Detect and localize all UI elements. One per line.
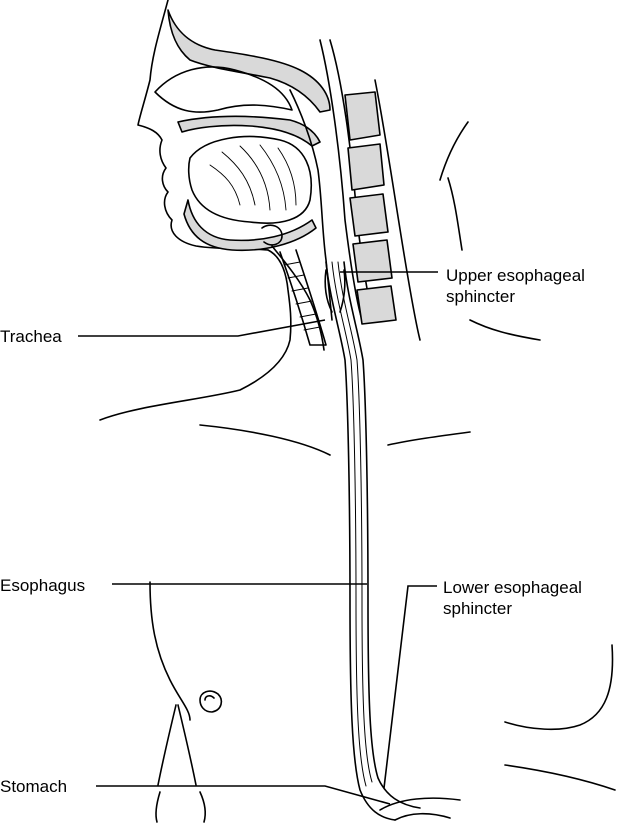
trachea-tube (279, 249, 327, 346)
hard-palate (177, 115, 321, 147)
les-label-line1: Lower esophageal (443, 578, 582, 597)
back-right-lower (504, 644, 616, 791)
clavicle (199, 424, 471, 456)
abdomen-lines (155, 791, 206, 823)
abdomen-fold (157, 704, 197, 786)
upper-sphincter-shape (324, 269, 346, 313)
head-outline (137, 0, 269, 251)
upper-esophageal-sphincter-label: Upper esophageal sphincter (446, 265, 585, 307)
esophagus-inner-right (337, 261, 373, 783)
stomach-leader (96, 785, 391, 805)
tongue-fibers (209, 144, 297, 211)
pharynx (289, 89, 333, 321)
chest-left (149, 581, 191, 721)
nasal-passage (154, 66, 293, 113)
esophagus-outer-left (325, 261, 396, 821)
shoulder-back (439, 121, 469, 251)
vertebrae (344, 91, 397, 325)
nipple (199, 690, 223, 713)
jaw-neck-outline (99, 249, 292, 421)
trachea-leader (78, 319, 326, 337)
esophagus-inner-left (331, 261, 367, 787)
mandible (183, 199, 317, 252)
trachea-label: Trachea (0, 327, 62, 346)
tongue (187, 135, 312, 224)
nasal-cavity (167, 9, 331, 113)
stomach-label: Stomach (0, 777, 68, 796)
ues-label-line1: Upper esophageal (446, 266, 585, 285)
les-leader (383, 585, 437, 789)
stomach-shape (379, 797, 461, 821)
neck-back (374, 79, 421, 341)
trachea-rings (283, 261, 321, 331)
les-label-line2: sphincter (443, 599, 512, 618)
ues-label-line2: sphincter (446, 287, 515, 306)
back-right (469, 319, 541, 341)
esophagus-label: Esophagus (0, 576, 86, 595)
lower-esophageal-sphincter-label: Lower esophageal sphincter (443, 577, 582, 619)
esophagus-outer-right (343, 261, 421, 809)
